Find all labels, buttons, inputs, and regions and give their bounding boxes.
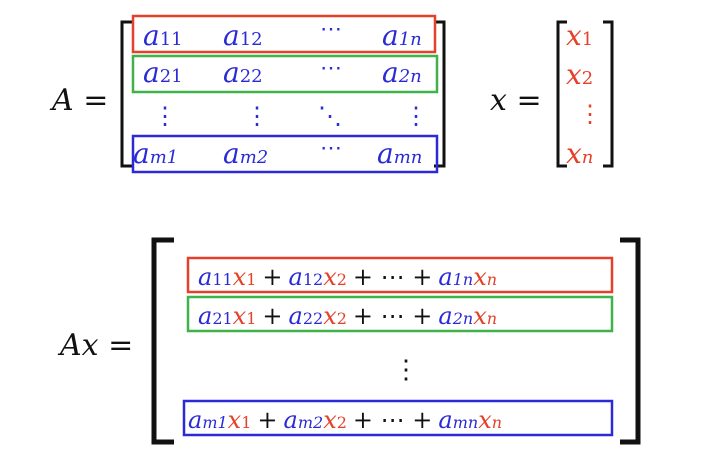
matrix-A-left-bracket bbox=[120, 20, 132, 168]
A-label: A = bbox=[49, 83, 108, 118]
svg-text:x1: x1 bbox=[566, 19, 593, 52]
svg-text:⋮: ⋮ bbox=[404, 102, 428, 130]
vector-x-left-bracket bbox=[556, 20, 567, 168]
Ax-vdots: ⋮ bbox=[393, 355, 419, 385]
svg-text:a1n: a1n bbox=[382, 19, 422, 52]
svg-text:⋯: ⋯ bbox=[320, 136, 342, 161]
row-m-highlight-box bbox=[131, 134, 439, 174]
Ax-row-m-highlight-box bbox=[182, 399, 614, 437]
Ax-left-bracket bbox=[151, 237, 174, 445]
svg-text:⋯: ⋯ bbox=[320, 17, 342, 42]
svg-text:x2: x2 bbox=[566, 58, 593, 91]
svg-text:⋱: ⋱ bbox=[318, 102, 342, 130]
svg-text:a11: a11 bbox=[143, 19, 183, 52]
matrix-row-m: am1 am2 ⋯ amn bbox=[133, 136, 422, 170]
matrix-row-1: a11 a12 ⋯ a1n bbox=[143, 17, 422, 52]
Ax-label: Ax = bbox=[57, 328, 133, 363]
svg-text:a21: a21 bbox=[143, 56, 183, 89]
svg-text:amn: amn bbox=[377, 137, 422, 170]
row-2-highlight-box bbox=[131, 54, 439, 94]
svg-text:⋮: ⋮ bbox=[153, 102, 177, 130]
matrix-row-2: a21 a22 ⋯ a2n bbox=[143, 56, 422, 89]
svg-text:am1: am1 bbox=[133, 137, 178, 170]
row-1-highlight-box bbox=[131, 14, 437, 54]
Ax-row-1: a11x1+a12x2+ ⋯ +a1nxn bbox=[198, 263, 497, 291]
Ax-row-2: a21x1+a22x2+ ⋯ +a2nxn bbox=[198, 302, 497, 330]
Ax-right-bracket bbox=[620, 237, 641, 445]
matrix-A-right-bracket bbox=[434, 20, 446, 168]
svg-text:a2n: a2n bbox=[382, 56, 422, 89]
svg-text:a22: a22 bbox=[223, 56, 263, 89]
x-label: x = bbox=[490, 83, 542, 118]
Ax-row-1-highlight-box bbox=[186, 256, 614, 294]
Ax-row-m: am1x1+am2x2+ ⋯ +amnxn bbox=[188, 406, 502, 434]
svg-text:⋮: ⋮ bbox=[245, 102, 269, 130]
svg-text:am2: am2 bbox=[223, 137, 268, 170]
svg-text:a12: a12 bbox=[223, 19, 263, 52]
Ax-row-2-highlight-box bbox=[186, 295, 614, 333]
svg-text:⋯: ⋯ bbox=[320, 56, 342, 81]
svg-text:⋮: ⋮ bbox=[578, 100, 602, 128]
vector-x-entries: x1 x2 ⋮ xn bbox=[566, 19, 602, 170]
matrix-dots-row: ⋮ ⋮ ⋱ ⋮ bbox=[153, 102, 428, 130]
vector-x-right-bracket bbox=[603, 20, 614, 168]
svg-text:xn: xn bbox=[566, 137, 593, 170]
